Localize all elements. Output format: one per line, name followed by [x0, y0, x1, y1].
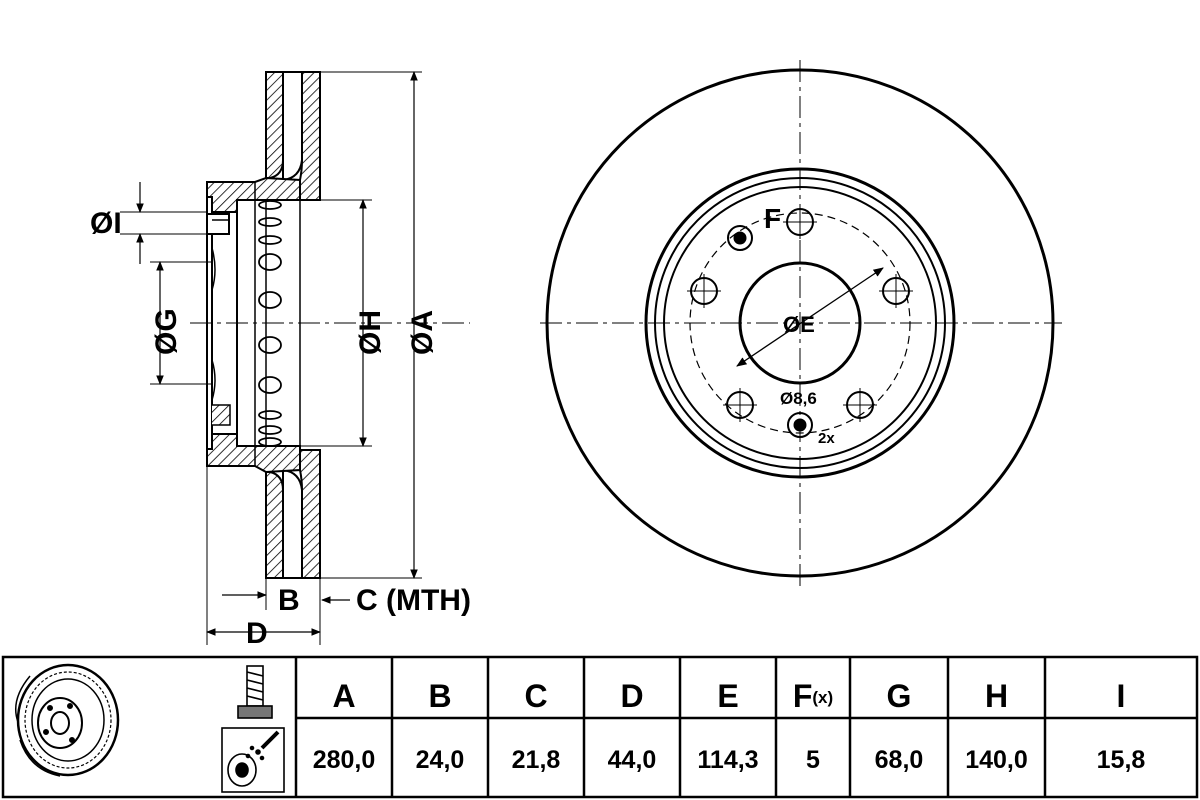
brake-disc-icon — [15, 663, 120, 777]
table-value-e: 114,3 — [697, 746, 758, 774]
label-dia-h: ØH — [354, 310, 387, 355]
table-header-g: G — [887, 678, 912, 714]
bolt-icon — [237, 665, 273, 719]
label-dim-d: D — [246, 617, 268, 650]
hub-bottom — [206, 433, 301, 474]
vent-holes — [258, 200, 282, 447]
label-hole-count: 2x — [818, 430, 835, 447]
table-header-f-suffix: (x) — [812, 688, 833, 707]
front-view — [540, 60, 1062, 586]
table-value-a: 280,0 — [313, 746, 376, 774]
table-value-d: 44,0 — [608, 746, 657, 774]
spec-table — [1, 655, 1199, 799]
table-header-c: C — [524, 678, 547, 714]
section-view — [120, 71, 470, 645]
lower-plate-outer — [265, 471, 284, 579]
bolt-hole-section — [206, 213, 230, 235]
label-hole-dia: Ø8,6 — [780, 389, 817, 408]
label-dim-b: B — [278, 584, 300, 617]
upper-vent — [282, 71, 303, 182]
lower-plate-inner — [299, 449, 321, 579]
lower-vent — [282, 468, 303, 579]
table-header-a: A — [332, 678, 355, 714]
label-dia-i: ØI — [90, 207, 122, 240]
table-value-c: 21,8 — [512, 746, 561, 774]
table-header-h: H — [985, 678, 1008, 714]
table-value-f: 5 — [806, 746, 820, 774]
label-dia-a: ØA — [406, 310, 439, 355]
table-header-b: B — [428, 678, 451, 714]
locating-holes — [727, 225, 813, 438]
label-dia-e: ØE — [783, 312, 815, 337]
dia-e-arrow — [736, 267, 884, 367]
grease-spray-icon — [221, 727, 285, 793]
table-value-h: 140,0 — [965, 746, 1028, 774]
table-header-e: E — [717, 678, 738, 714]
table-value-i: 15,8 — [1097, 746, 1146, 774]
label-hole-f: F — [764, 203, 781, 234]
table-header-f: F(x) — [793, 678, 833, 714]
table-header-i: I — [1117, 678, 1126, 714]
hub-top — [206, 176, 301, 213]
label-dim-c: C (MTH) — [356, 584, 471, 617]
table-header-d: D — [620, 678, 643, 714]
table-value-g: 68,0 — [875, 746, 924, 774]
upper-plate-outer — [265, 71, 284, 179]
table-value-b: 24,0 — [416, 746, 465, 774]
label-dia-g: ØG — [150, 308, 183, 355]
